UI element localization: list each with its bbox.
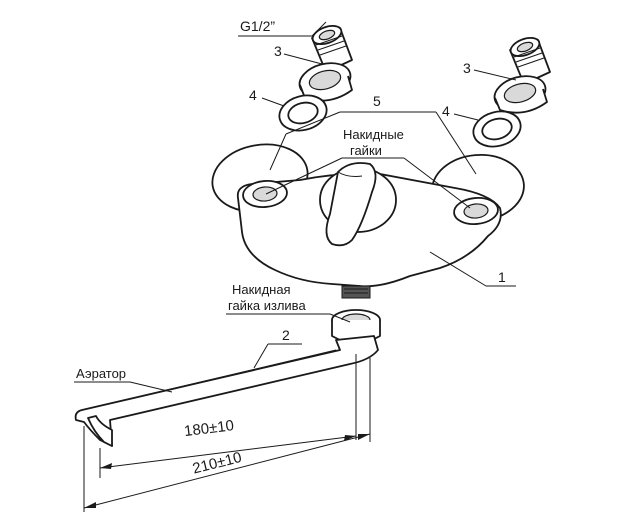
left-eccentric-fitting <box>298 24 353 102</box>
dimension-lines <box>83 354 371 512</box>
arrowhead-icon <box>358 434 370 440</box>
union-nuts-label-line2: гайки <box>350 143 382 158</box>
thread-size-label: G1/2” <box>240 18 275 34</box>
dimension-180-line <box>99 435 357 469</box>
union-nuts-label-line1: Накидные <box>343 127 404 142</box>
part-5-label: 5 <box>373 93 381 109</box>
part-4-right-label: 4 <box>442 103 450 119</box>
part-4-left-label: 4 <box>249 87 257 103</box>
spout-nut-label-line2: гайка излива <box>228 298 306 313</box>
spout-nut-label-line1: Накидная <box>232 282 291 297</box>
dimension-180-value: 180±10 <box>183 417 235 440</box>
arrowhead-icon <box>84 502 96 508</box>
spout <box>74 309 381 447</box>
arrowhead-icon <box>100 463 112 469</box>
right-eccentric-fitting <box>493 36 551 114</box>
part-3-left-label: 3 <box>274 43 282 59</box>
dimension-210-line <box>83 433 371 509</box>
aerator-label: Аэратор <box>76 366 126 381</box>
leader-lines <box>74 21 517 393</box>
part-3-right-label: 3 <box>463 60 471 76</box>
right-decorative-ring <box>472 110 522 148</box>
part-1-label: 1 <box>498 269 506 285</box>
mixer-body <box>211 143 525 299</box>
part-2-label: 2 <box>282 327 290 343</box>
